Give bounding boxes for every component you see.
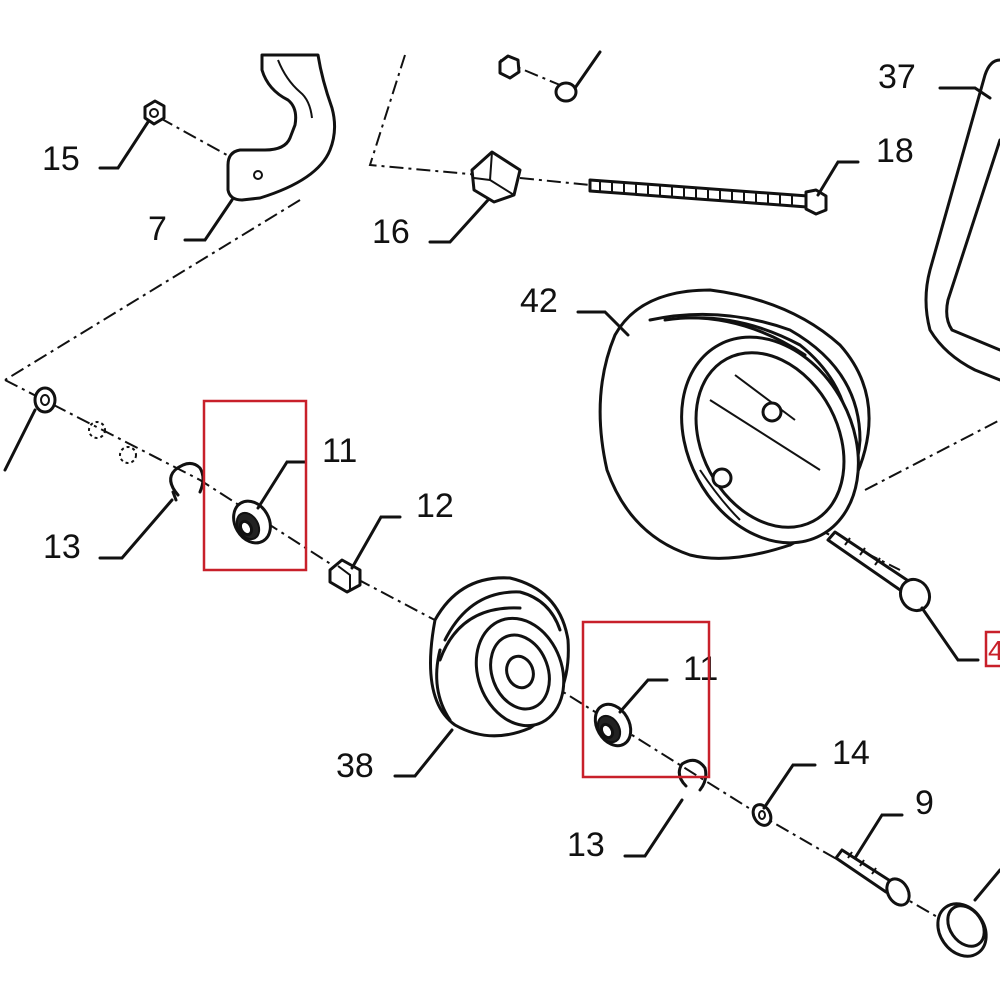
ghost-washers (88, 421, 137, 464)
highlight-box-bottom (581, 620, 711, 779)
highlight-box-partial (984, 630, 1000, 668)
callout-11-top: 11 (322, 432, 357, 470)
part-13-snap-ring-bottom[interactable] (677, 758, 708, 792)
leader-lines (98, 86, 992, 860)
part-7-bracket[interactable] (226, 53, 337, 202)
callout-42: 42 (520, 282, 558, 320)
part-top-center-ring[interactable] (554, 50, 602, 103)
callout-14: 14 (832, 734, 870, 772)
callout-labels: 15 7 16 18 37 42 13 11 12 38 11 13 14 9 (42, 58, 934, 864)
part-11-bearing-top[interactable] (226, 494, 277, 549)
callout-37: 37 (878, 58, 916, 96)
part-42-large-pulley[interactable] (598, 288, 893, 574)
callout-7: 7 (148, 210, 167, 248)
highlight-box-top (202, 399, 308, 572)
part-15-nut[interactable] (143, 99, 166, 126)
callout-16: 16 (372, 213, 410, 251)
callout-18: 18 (876, 132, 914, 170)
part-top-center-nut[interactable] (498, 54, 521, 80)
highlight-boxes: 4 (202, 399, 1000, 779)
part-11-bearing-bottom[interactable] (588, 698, 638, 752)
callout-11-bottom: 11 (683, 650, 718, 688)
callout-9: 9 (915, 784, 934, 822)
part-38-small-pulley[interactable] (429, 576, 579, 738)
callout-15: 15 (42, 140, 80, 178)
callout-13-bottom: 13 (567, 826, 605, 864)
part-18-threaded-rod[interactable] (588, 178, 828, 216)
part-9-bolt[interactable] (834, 848, 914, 909)
part-16-block[interactable] (470, 150, 522, 204)
callout-12: 12 (416, 487, 454, 525)
part-4-bolt[interactable] (826, 530, 935, 616)
part-left-washer[interactable] (3, 386, 57, 472)
callout-4-partial: 4 (988, 635, 1000, 666)
part-end-cap[interactable] (928, 868, 1000, 966)
part-37-housing[interactable] (924, 58, 1000, 382)
callout-38: 38 (336, 747, 374, 785)
callout-13-top: 13 (43, 528, 81, 566)
part-13-snap-ring-top[interactable] (169, 462, 205, 502)
part-14-washer[interactable] (750, 801, 775, 828)
